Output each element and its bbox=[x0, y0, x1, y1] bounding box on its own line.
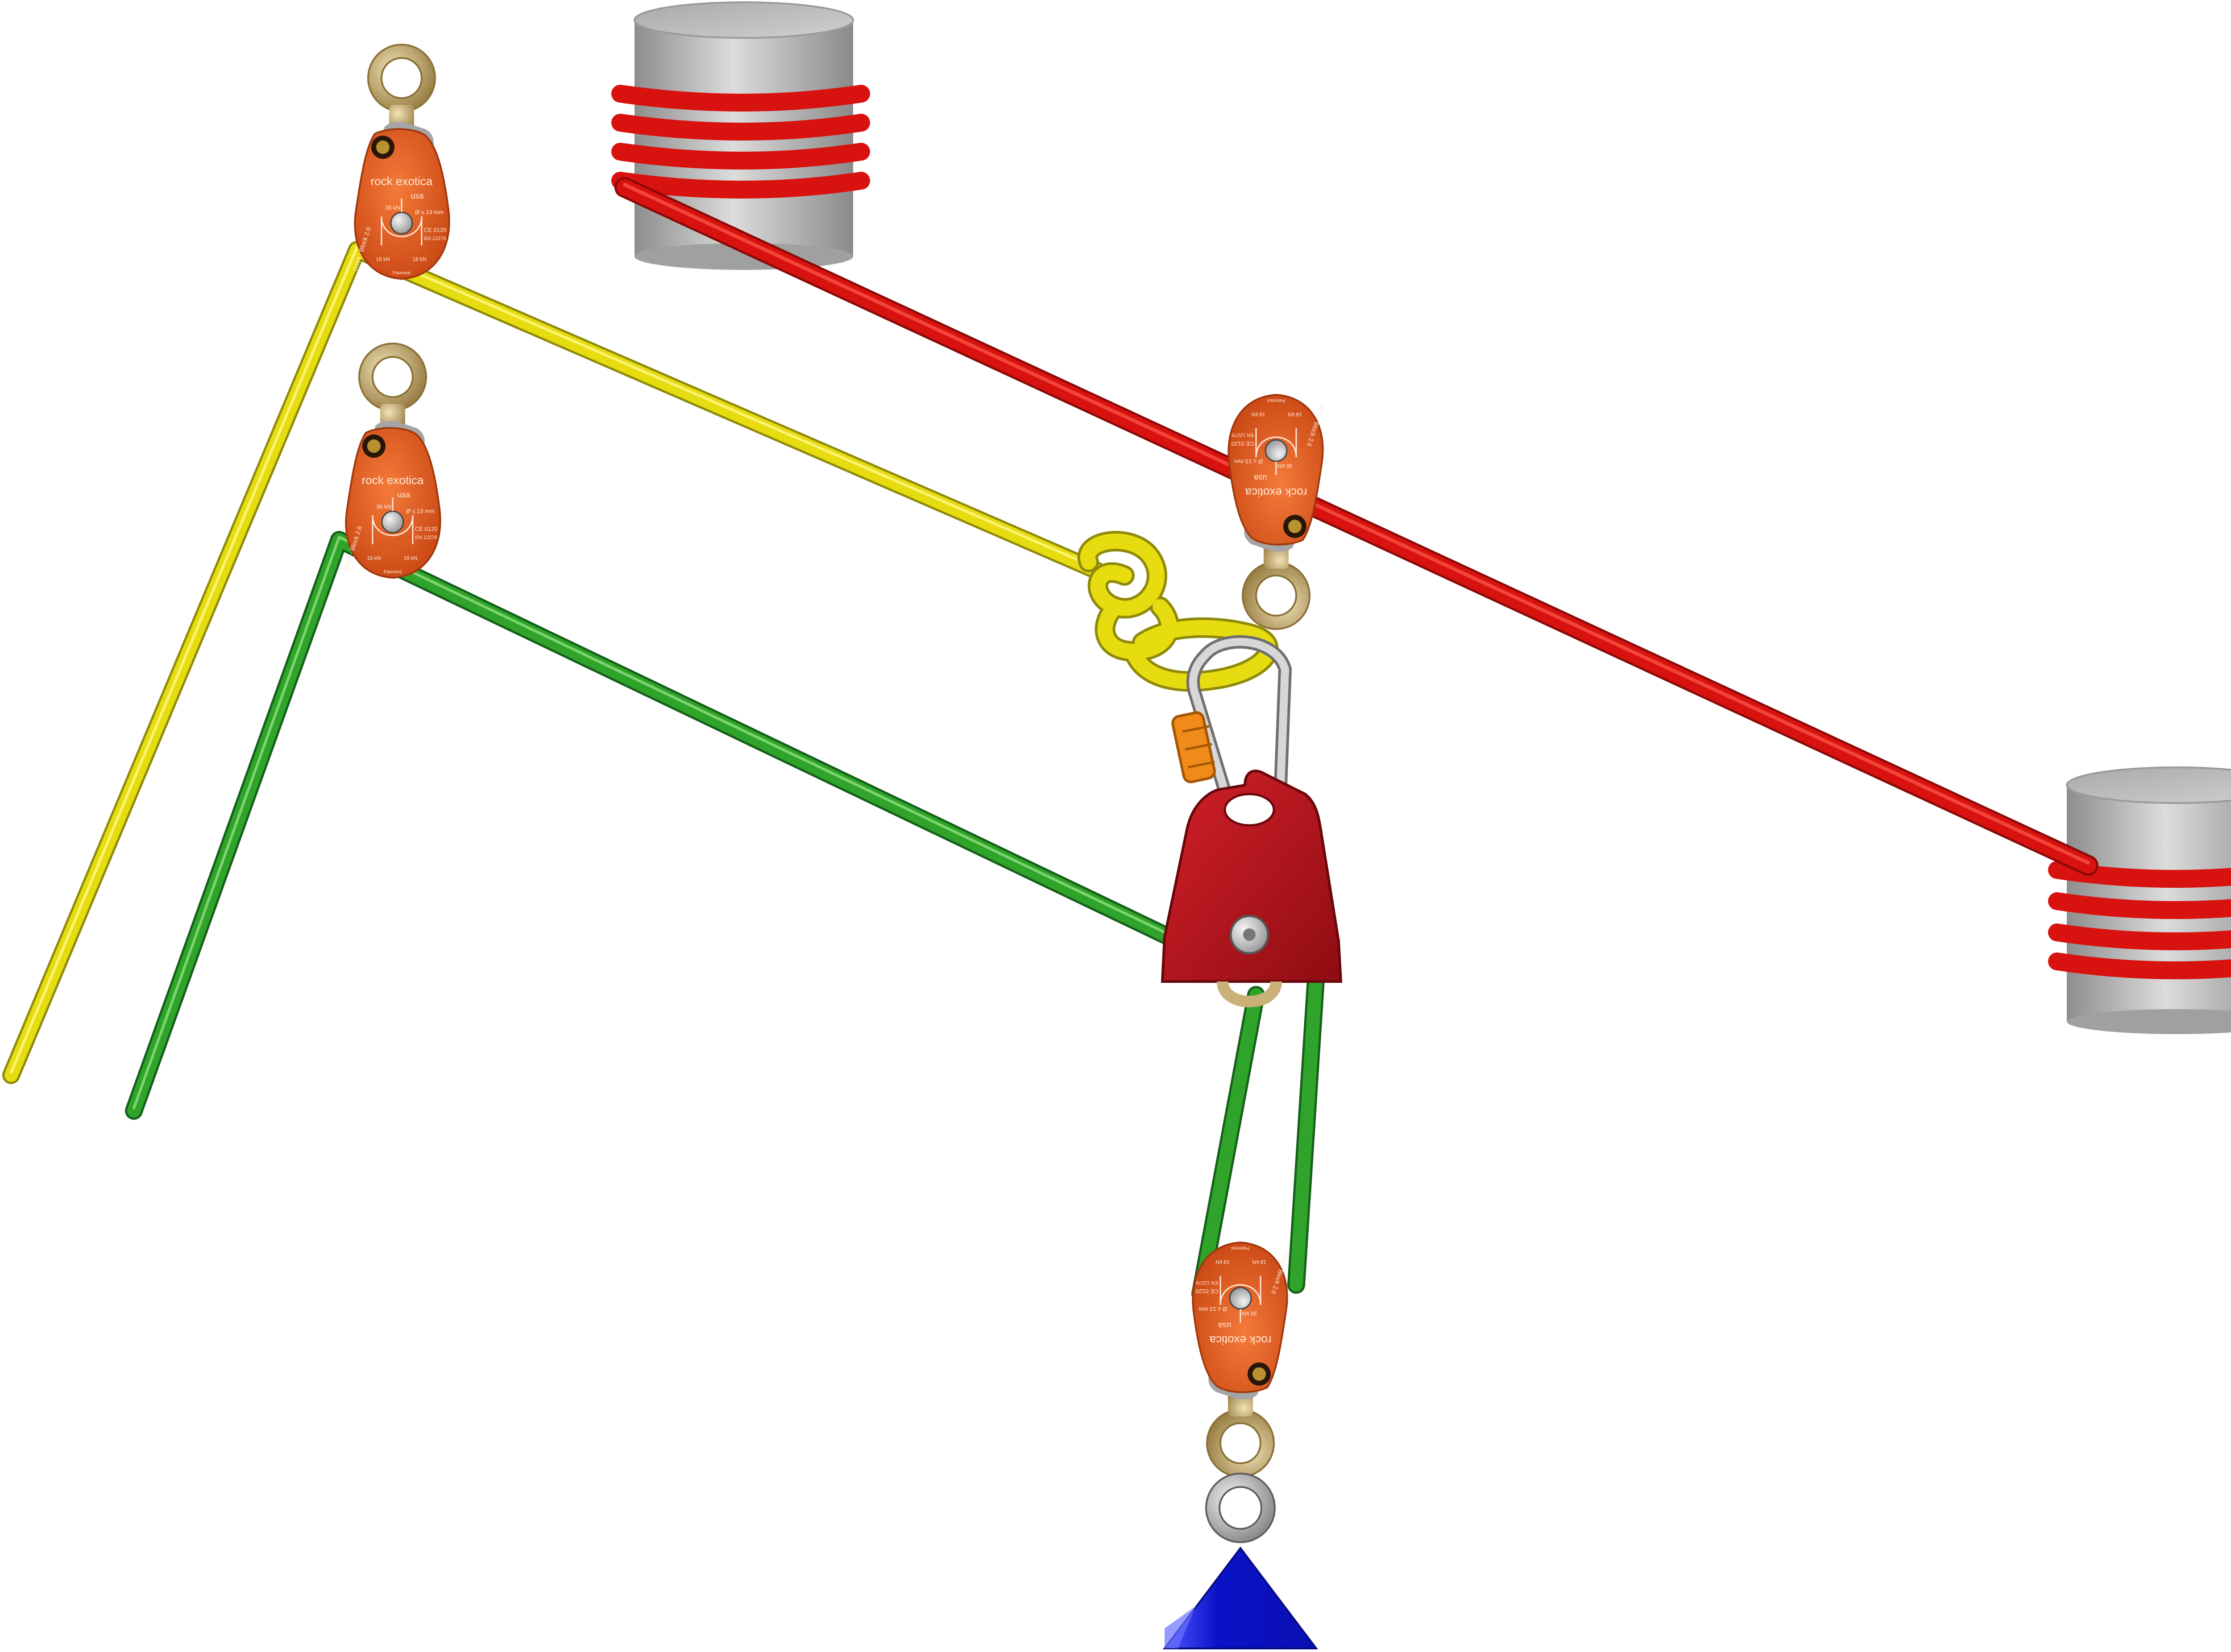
rope-yellow bbox=[2, 241, 1107, 1084]
rope-spec-label: 36 kN bbox=[385, 204, 400, 211]
patent-label: Patented bbox=[393, 271, 411, 276]
patent-label: Patented bbox=[1232, 1246, 1249, 1250]
rating-right-label: 18 kN bbox=[412, 256, 426, 262]
brand-label: rock exotica bbox=[362, 473, 424, 487]
rating-left-label: 18 kN bbox=[1288, 411, 1302, 418]
highline-wrap-top bbox=[611, 85, 870, 199]
diameter-label: Ø ≤ 13 mm bbox=[406, 508, 435, 514]
standard-label: EN 12278 bbox=[1232, 432, 1254, 438]
origin-label: usa bbox=[1218, 1321, 1232, 1330]
anchor-post-top bbox=[611, 1, 870, 270]
triangle-load-icon bbox=[1162, 1546, 1319, 1649]
diameter-label: Ø ≤ 13 mm bbox=[1198, 1306, 1227, 1312]
cert-label: CE 0120 bbox=[415, 526, 438, 532]
pulley-traveling: rock exotica usa 36 kN Ø ≤ 13 mm CE 0120… bbox=[1193, 1242, 1291, 1470]
patent-label: Patented bbox=[384, 570, 402, 575]
origin-label: usa bbox=[411, 191, 424, 200]
rope-spec-label: 36 kN bbox=[376, 503, 391, 510]
cert-label: CE 0120 bbox=[1196, 1288, 1219, 1295]
steel-ring-icon bbox=[1205, 1473, 1276, 1543]
rope-spec-label: 36 kN bbox=[1242, 1310, 1257, 1317]
diameter-label: Ø ≤ 13 mm bbox=[1234, 458, 1263, 465]
brand-label: rock exotica bbox=[371, 174, 433, 188]
standard-label: EN 12278 bbox=[415, 535, 437, 540]
patent-label: Patented bbox=[1267, 398, 1285, 403]
standard-label: EN 12278 bbox=[424, 236, 446, 241]
rating-left-label: 18 kN bbox=[367, 555, 381, 561]
rating-right-label: 18 kN bbox=[1251, 411, 1265, 418]
rating-left-label: 18 kN bbox=[1252, 1259, 1266, 1265]
anchor-post-right bbox=[2048, 766, 2231, 1034]
origin-label: usa bbox=[397, 490, 411, 499]
diameter-label: Ø ≤ 13 mm bbox=[415, 209, 444, 215]
pulley-highline: rock exotica usa 36 kN Ø ≤ 13 mm CE 0120… bbox=[1228, 395, 1327, 622]
rating-left-label: 18 kN bbox=[376, 256, 390, 262]
standard-label: EN 12278 bbox=[1196, 1280, 1218, 1285]
cert-label: CE 0120 bbox=[424, 227, 447, 233]
rating-right-label: 18 kN bbox=[1215, 1259, 1229, 1265]
rope-green bbox=[125, 531, 1325, 1303]
pulley-mid-left: rock exotica usa 36 kN Ø ≤ 13 mm CE 0120… bbox=[342, 350, 440, 578]
brand-label: rock exotica bbox=[1209, 1333, 1271, 1347]
rescue-pulley-icon bbox=[1161, 770, 1343, 1007]
rope-spec-label: 36 kN bbox=[1277, 463, 1293, 469]
figure-eight-knot-icon bbox=[1077, 531, 1279, 692]
cert-label: CE 0120 bbox=[1232, 440, 1254, 447]
rope-highline bbox=[614, 177, 2098, 876]
brand-label: rock exotica bbox=[1245, 486, 1307, 499]
rating-right-label: 18 kN bbox=[403, 555, 417, 561]
pulley-top-left: rock exotica usa 36 kN Ø ≤ 13 mm CE 0120… bbox=[351, 51, 449, 279]
origin-label: usa bbox=[1254, 473, 1267, 482]
